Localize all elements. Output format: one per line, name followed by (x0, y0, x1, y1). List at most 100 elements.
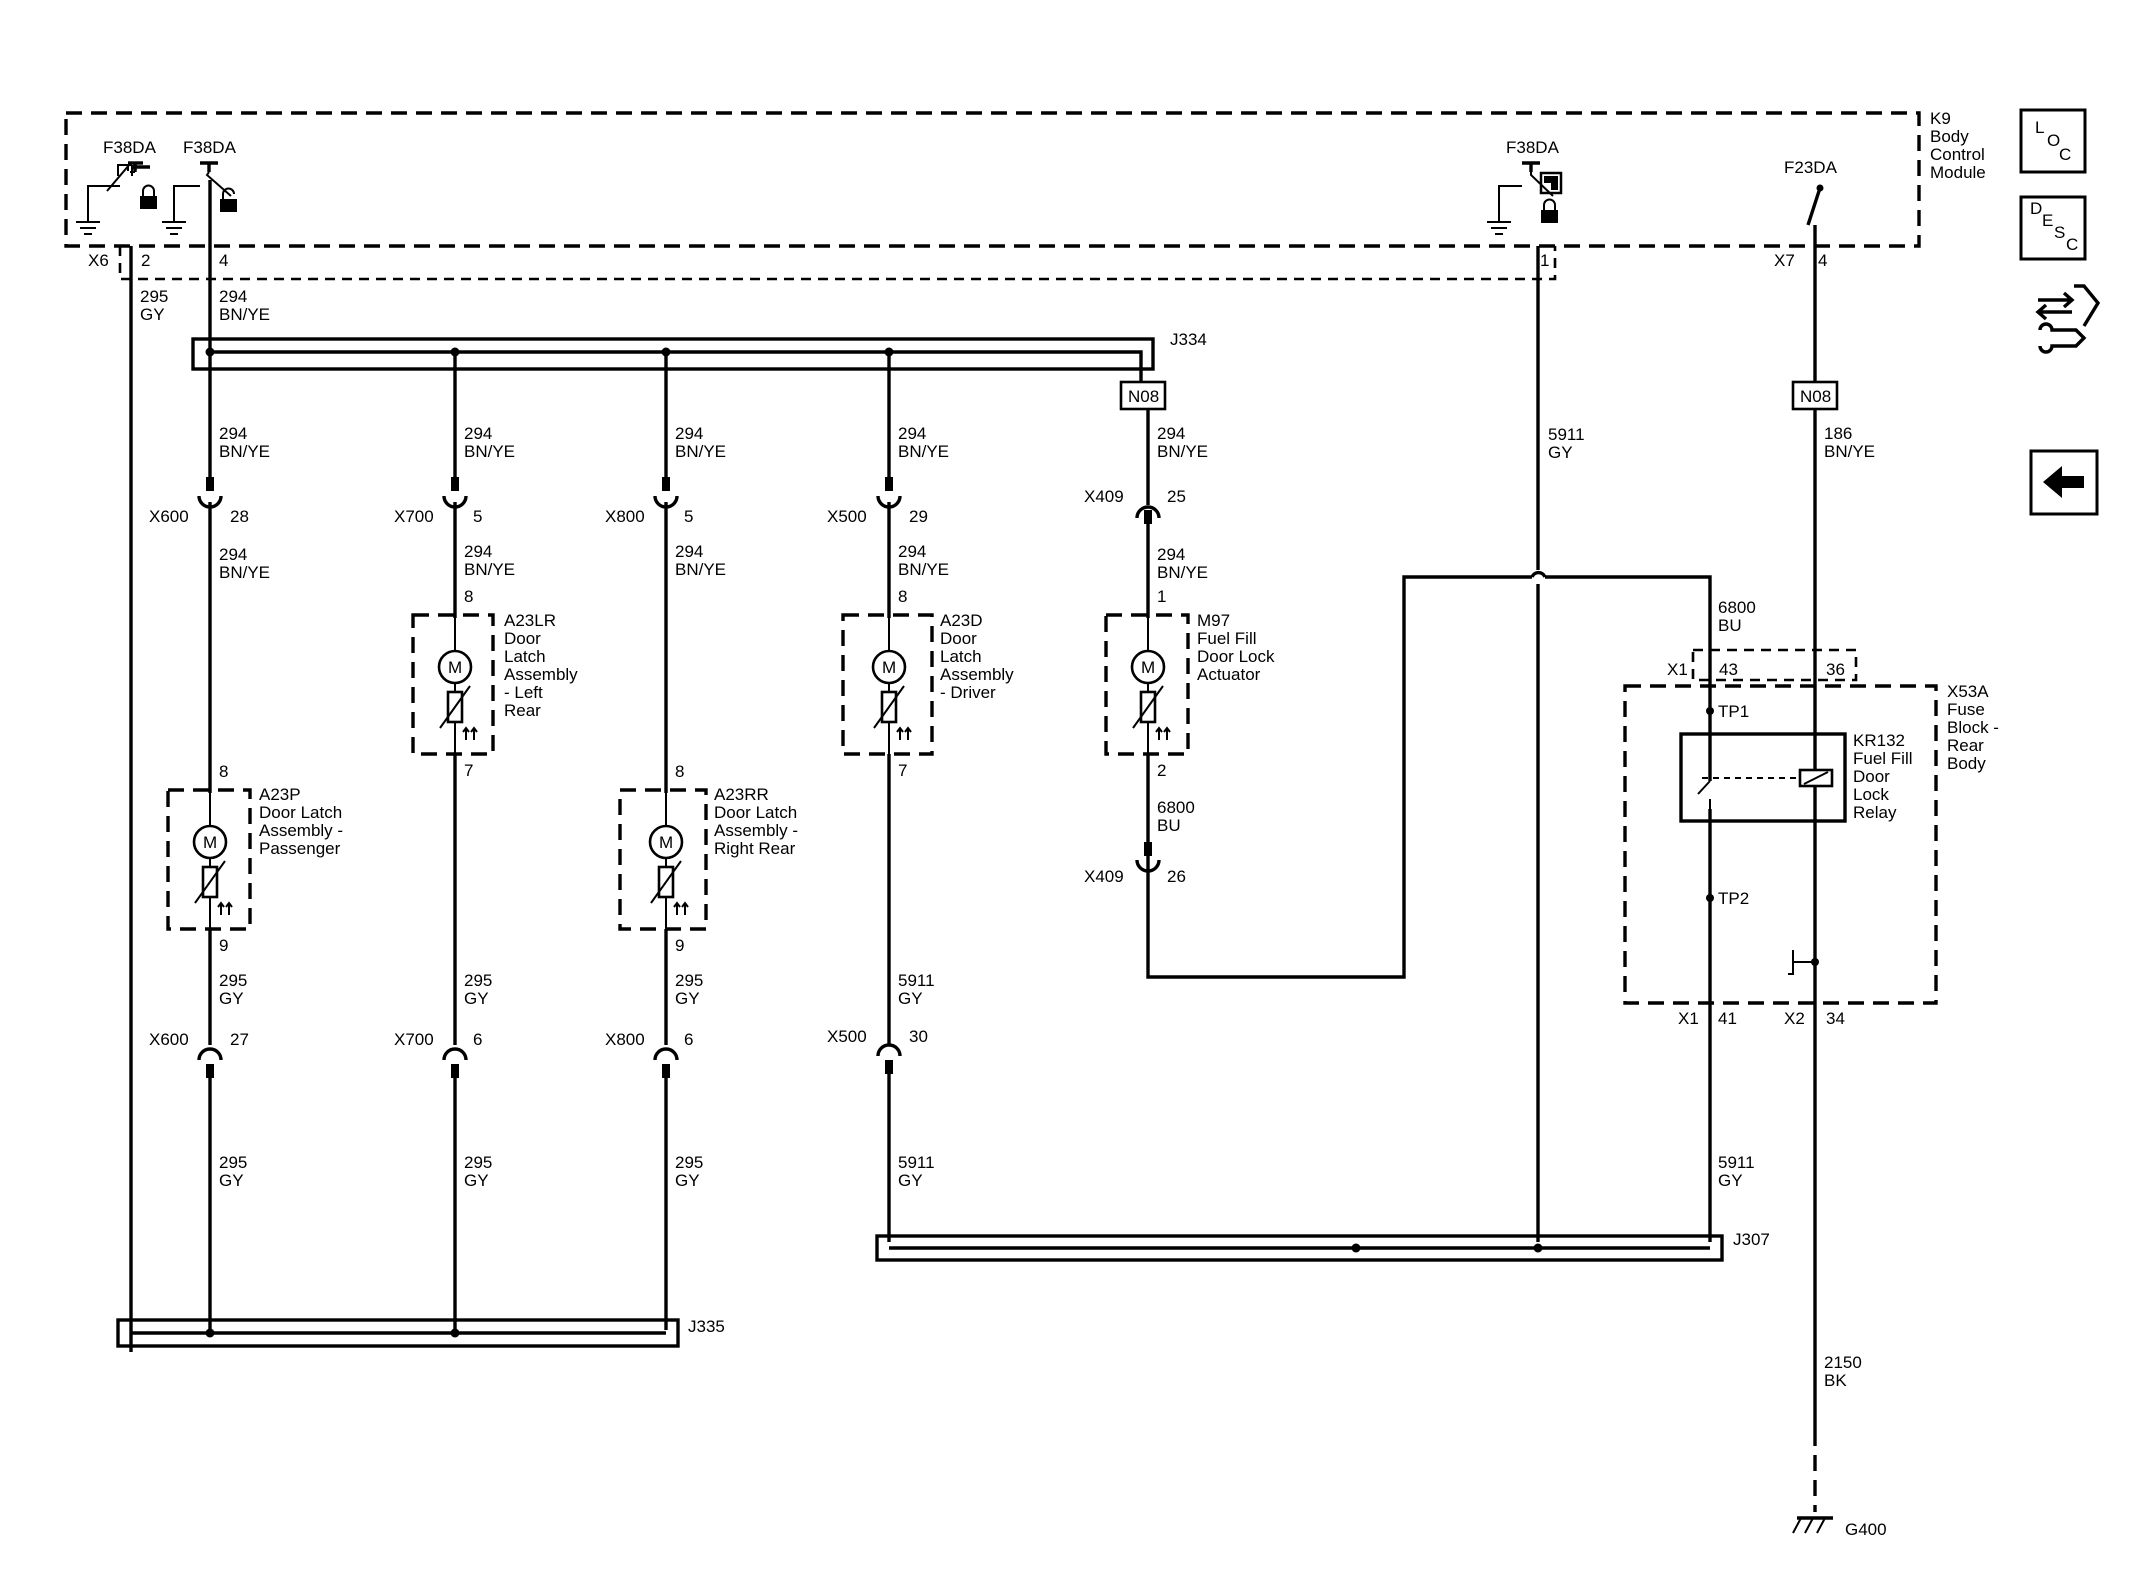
k9-body-control-module: K9 Body Control Module (64, 109, 1986, 248)
wire-label-294-c1: 294 (219, 424, 247, 443)
k9-name-line2: Control (1930, 145, 1985, 164)
j335-label: J335 (688, 1317, 725, 1336)
wire-label-295-c3: 295 (675, 971, 703, 990)
wire-label-5911-c4c: 5911 (898, 1153, 935, 1172)
wire-color-295-c3c: GY (675, 1171, 700, 1190)
a23p-motor-label: M (203, 833, 217, 852)
j335-splice: J335 (116, 1317, 725, 1348)
m97-fuel-fill-door-lock-actuator: 1 M M97 Fuel Fill Door Lock Actuator 2 (1104, 587, 1275, 780)
x600-bottom-ref: X600 (149, 1030, 189, 1049)
f38da-label-3: F38DA (1506, 138, 1560, 157)
wire-label-294-c3b: 294 (675, 542, 703, 561)
relay-line-1: Fuel Fill (1853, 749, 1913, 768)
m97-motor-label: M (1141, 658, 1155, 677)
x800-pin-6: 6 (684, 1030, 693, 1049)
x700-bottom-ref: X700 (394, 1030, 434, 1049)
a23d-pin-8: 8 (898, 587, 907, 606)
desc-letter-c: C (2066, 235, 2078, 254)
x800-pin-5: 5 (684, 507, 693, 526)
x2-label: X2 (1784, 1009, 1805, 1028)
a23p-door-latch-passenger: 8 M A23P Door Latch Assembly - Passenger… (166, 762, 343, 955)
x600-top-ref: X600 (149, 507, 189, 526)
wire-label-186: 186 (1824, 424, 1852, 443)
x600-pin-28: 28 (230, 507, 249, 526)
lock-icon (140, 184, 157, 209)
wire-color-294-c2b: BN/YE (464, 560, 515, 579)
x53a-line-1: Fuse (1947, 700, 1985, 719)
x6-pin-1: 1 (1540, 251, 1549, 270)
j334-splice: J334 (191, 330, 1207, 382)
wire-color-295-c2c: GY (464, 1171, 489, 1190)
wire-color-294-c5b: BN/YE (1157, 563, 1208, 582)
wire-color-294-c1: BN/YE (219, 442, 270, 461)
wire-color-294-c5: BN/YE (1157, 442, 1208, 461)
m97-ref: M97 (1197, 611, 1230, 630)
m97-pin-1: 1 (1157, 587, 1166, 606)
desc-letter-d: D (2030, 199, 2042, 218)
connector-view-icon[interactable] (2035, 284, 2101, 354)
connector-x700-bottom: X700 6 (394, 1030, 482, 1078)
a23rr-pin-9: 9 (675, 936, 684, 955)
x53a-line-2: Block - (1947, 718, 1999, 737)
wire-label-6800-relay: 6800 (1718, 598, 1756, 617)
wire-label-295-c2: 295 (464, 971, 492, 990)
back-arrow-icon[interactable] (2029, 449, 2099, 516)
k9-ref: K9 (1930, 109, 1951, 128)
a23p-pin-9: 9 (219, 936, 228, 955)
loc-letter-c: C (2059, 145, 2071, 164)
x6-pin-2: 2 (141, 251, 150, 270)
wire-label-295-c2c: 295 (464, 1153, 492, 1172)
a23rr-line-2: Assembly - (714, 821, 798, 840)
wire-color-186: BN/YE (1824, 442, 1875, 461)
wire-color-5911-c4: GY (898, 989, 923, 1008)
x600-pin-27: 27 (230, 1030, 249, 1049)
wire-label-2150: 2150 (1824, 1353, 1862, 1372)
wire-color-5911-relay: GY (1718, 1171, 1743, 1190)
relay-ref: KR132 (1853, 731, 1905, 750)
x409-bottom-ref: X409 (1084, 867, 1124, 886)
wire-295-label: 295 (140, 287, 168, 306)
x1-pin-36: 36 (1826, 660, 1845, 679)
x500-pin-30: 30 (909, 1027, 928, 1046)
a23p-ref: A23P (259, 785, 301, 804)
ground-g400-icon: G400 (1792, 1516, 1887, 1539)
n08-left-text: N08 (1128, 387, 1159, 406)
x53a-fuse-block-rear-body: X1 43 36 X53A Fuse Block - Rear Body (1623, 648, 1999, 1005)
connector-x500-bottom: X500 30 (827, 1027, 928, 1074)
wire-color-2150: BK (1824, 1371, 1847, 1390)
a23d-ref: A23D (940, 611, 983, 630)
relay-line-4: Relay (1853, 803, 1897, 822)
f38da-label-2: F38DA (183, 138, 237, 157)
wire-color-5911-c4c: GY (898, 1171, 923, 1190)
a23lr-line-3: Assembly (504, 665, 578, 684)
connector-x409-bottom: X409 26 (1084, 842, 1186, 886)
a23d-line-3: Assembly (940, 665, 1014, 684)
wire-label-294-c1b: 294 (219, 545, 247, 564)
wire-color-294-c1b: BN/YE (219, 563, 270, 582)
unlock-output-switch (162, 161, 232, 235)
wire-label-294-c2b: 294 (464, 542, 492, 561)
desc-letter-s: S (2054, 223, 2065, 242)
k9-name-line1: Body (1930, 127, 1969, 146)
wire-color-295-c3: GY (675, 989, 700, 1008)
x1-bottom-label: X1 (1678, 1009, 1699, 1028)
wire-label-295-c1: 295 (219, 971, 247, 990)
f23da-label: F23DA (1784, 158, 1838, 177)
x500-bottom-ref: X500 (827, 1027, 867, 1046)
wire-label-295-c1c: 295 (219, 1153, 247, 1172)
wire-label-5911-relay: 5911 (1718, 1153, 1755, 1172)
connector-x409-top: X409 25 (1084, 487, 1186, 524)
x1-top-label: X1 (1667, 660, 1688, 679)
connector-x600-top: X600 28 (149, 477, 249, 526)
a23p-line-2: Assembly - (259, 821, 343, 840)
wire-color-294-c4b: BN/YE (898, 560, 949, 579)
kr132-fuel-fill-door-lock-relay: TP1 TP2 KR132 Fuel Fill Door Lock Relay (1679, 684, 1913, 1018)
desc-letter-e: E (2042, 211, 2053, 230)
a23lr-pin-7: 7 (464, 761, 473, 780)
wire-label-294-c4b: 294 (898, 542, 926, 561)
connector-x700-top: X700 5 (394, 477, 482, 526)
wire-color-294-c4: BN/YE (898, 442, 949, 461)
desc-button[interactable]: D E S C (2019, 195, 2087, 261)
loc-button[interactable]: L O C (2019, 108, 2087, 174)
wire-color-295-c1c: GY (219, 1171, 244, 1190)
